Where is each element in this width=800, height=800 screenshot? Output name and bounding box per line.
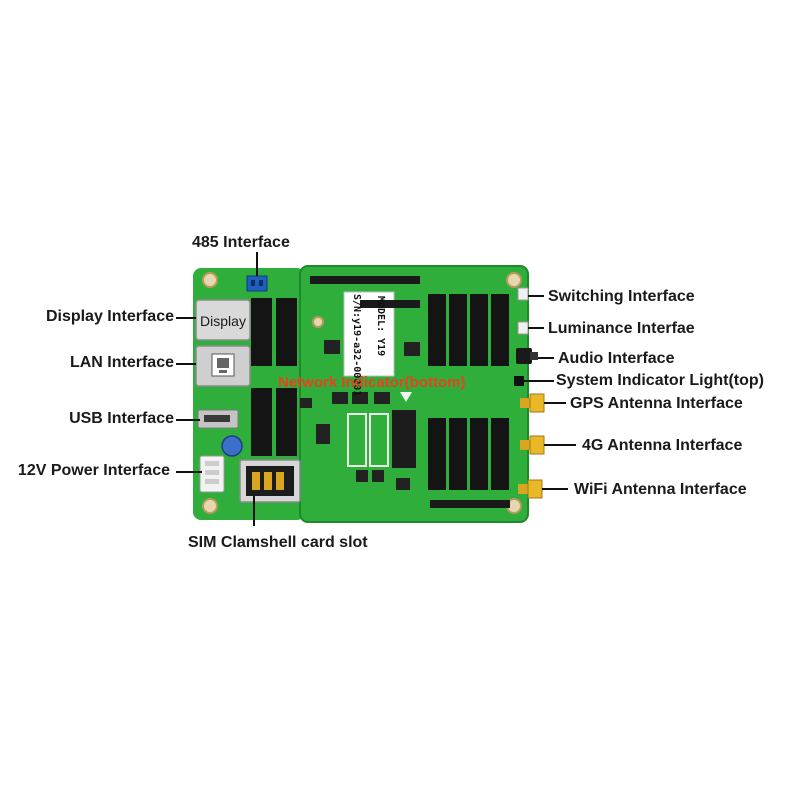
label-display-interface: Display Interface	[45, 308, 174, 325]
mount-hole	[312, 316, 324, 328]
rs485-terminal	[246, 275, 268, 292]
header-block	[470, 294, 488, 366]
header-block	[428, 294, 446, 366]
label-audio-interface: Audio Interface	[558, 350, 675, 367]
label-4g-antenna-interface: 4G Antenna Interface	[582, 437, 743, 454]
label-wifi-antenna-interface: WiFi Antenna Interface	[574, 481, 747, 498]
mount-hole	[202, 272, 218, 288]
capacitor	[221, 435, 243, 457]
system-led	[514, 376, 524, 386]
model-text: MODEL: Y19	[375, 296, 386, 356]
label-usb-interface: USB Interface	[69, 410, 174, 427]
label-gps-antenna-interface: GPS Antenna Interface	[570, 395, 743, 412]
label-switching-interface: Switching Interface	[548, 288, 695, 305]
ic-chip	[392, 410, 416, 468]
ic-chip	[372, 470, 384, 482]
pin-strip	[360, 300, 420, 308]
pin-strip	[430, 500, 510, 508]
header-block	[276, 298, 297, 366]
ic-chip	[352, 392, 368, 404]
pin-strip	[310, 276, 420, 284]
header-block	[449, 294, 467, 366]
ic-chip	[404, 342, 420, 356]
label-sim-card-slot: SIM Clamshell card slot	[188, 534, 368, 551]
socket-array	[369, 413, 389, 467]
label-network-indicator: Network Indicator(bottom)	[278, 374, 466, 391]
label-lan-interface: LAN Interface	[69, 354, 174, 371]
label-system-indicator-light: System Indicator Light(top)	[556, 372, 764, 389]
display-port-label: Display	[200, 313, 246, 329]
socket-array	[347, 413, 367, 467]
indicator-arrow	[400, 392, 412, 402]
mount-hole	[506, 272, 522, 288]
label-luminance-interface: Luminance Interfae	[548, 320, 695, 337]
display-port-housing	[195, 299, 251, 341]
header-block	[449, 418, 467, 490]
audio-jack	[516, 348, 532, 364]
luminance-connector	[517, 321, 529, 335]
switching-connector	[517, 287, 529, 301]
ic-chip	[374, 392, 390, 404]
serial-text: S/N:y19-a32-00001	[351, 294, 362, 396]
header-block	[251, 298, 272, 366]
header-block	[251, 388, 272, 456]
header-block	[491, 418, 509, 490]
header-block	[428, 418, 446, 490]
ic-chip	[324, 340, 340, 354]
header-block	[276, 388, 297, 456]
ic-chip	[396, 478, 410, 490]
ic-chip	[356, 470, 368, 482]
ic-chip	[300, 398, 312, 408]
label-485-interface: 485 Interface	[192, 234, 290, 251]
ic-chip	[332, 392, 348, 404]
mount-hole	[202, 498, 218, 514]
label-12v-power-interface: 12V Power Interface	[17, 462, 170, 479]
header-block	[470, 418, 488, 490]
ic-chip	[316, 424, 330, 444]
pcb-edge-highlight	[299, 265, 529, 523]
header-block	[491, 294, 509, 366]
